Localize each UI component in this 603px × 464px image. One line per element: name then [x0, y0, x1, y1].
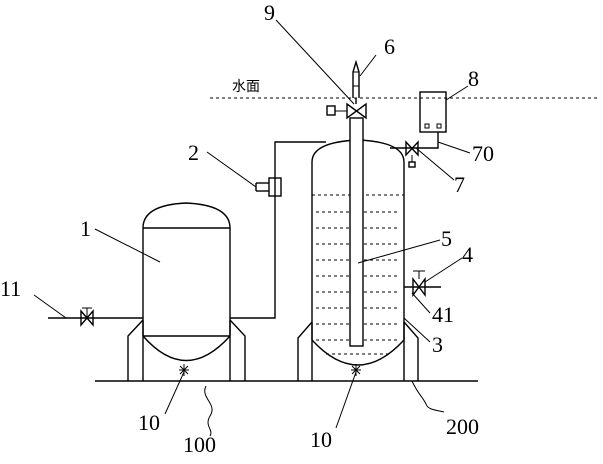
label-10-right: 10 — [310, 427, 332, 452]
label-100: 100 — [183, 432, 216, 457]
label-200: 200 — [446, 414, 479, 439]
tank-3 — [311, 139, 405, 366]
label-70: 70 — [472, 141, 494, 166]
label-2: 2 — [188, 140, 199, 165]
label-1: 1 — [80, 216, 91, 241]
label-9: 9 — [264, 0, 275, 25]
label-11: 11 — [0, 276, 21, 301]
label-7: 7 — [454, 172, 465, 197]
label-10-left: 10 — [138, 410, 160, 435]
drain-valve-right — [351, 364, 361, 376]
inlet-valve — [80, 307, 94, 327]
label-5: 5 — [441, 226, 452, 251]
label-8: 8 — [468, 66, 479, 91]
label-41: 41 — [432, 302, 454, 327]
label-3: 3 — [432, 332, 443, 357]
tank-1 — [142, 202, 231, 361]
central-tube-5 — [349, 117, 364, 347]
tank-1-support — [127, 319, 246, 381]
valve-4 — [404, 270, 441, 298]
drain-valve-left — [179, 364, 189, 376]
box-8-controller — [419, 91, 447, 133]
water-surface-label: 水面 — [232, 79, 260, 95]
leader-lines — [33, 19, 471, 437]
label-4: 4 — [462, 242, 473, 267]
component-6-nozzle — [352, 59, 360, 98]
valve-9 — [326, 98, 367, 120]
label-6: 6 — [384, 34, 395, 59]
component-2-flow-meter — [255, 177, 282, 197]
valve-7 — [405, 140, 419, 168]
connecting-pipe — [230, 141, 326, 319]
tank-3-support — [297, 321, 419, 381]
